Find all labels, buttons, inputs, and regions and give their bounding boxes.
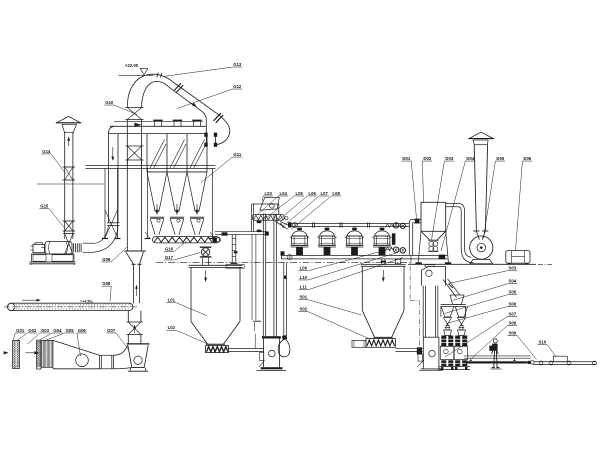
svg-text:S04: S04: [509, 279, 517, 284]
svg-text:L08: L08: [333, 191, 341, 196]
svg-text:G14: G14: [42, 149, 51, 154]
svg-text:G15: G15: [40, 204, 49, 209]
svg-text:L10: L10: [300, 275, 308, 280]
svg-text:≈+4.5‰: ≈+4.5‰: [80, 299, 93, 303]
svg-text:L02: L02: [168, 325, 176, 330]
svg-text:S02: S02: [300, 307, 308, 312]
svg-text:S08: S08: [509, 320, 517, 325]
svg-text:D02: D02: [423, 156, 431, 161]
svg-text:G17: G17: [165, 255, 174, 260]
svg-text:L07: L07: [321, 191, 329, 196]
svg-text:D05: D05: [496, 156, 504, 161]
svg-text:L05: L05: [296, 191, 304, 196]
svg-text:L09: L09: [300, 266, 308, 271]
svg-text:G12: G12: [233, 84, 242, 89]
svg-text:G02: G02: [28, 328, 37, 333]
svg-text:S07: S07: [509, 311, 517, 316]
svg-text:G08: G08: [102, 281, 111, 286]
svg-text:S09: S09: [509, 330, 517, 335]
svg-text:S10: S10: [539, 340, 547, 345]
svg-text:S01: S01: [300, 295, 308, 300]
svg-text:D06: D06: [523, 156, 531, 161]
svg-text:D04: D04: [466, 156, 474, 161]
svg-text:G10: G10: [105, 100, 114, 105]
svg-text:G09: G09: [102, 257, 111, 262]
svg-text:D03: D03: [445, 156, 453, 161]
svg-text:L06: L06: [309, 191, 317, 196]
svg-text:L03: L03: [265, 191, 273, 196]
svg-text:L11: L11: [300, 285, 308, 290]
svg-text:G06: G06: [78, 328, 87, 333]
svg-text:G11: G11: [233, 152, 241, 157]
svg-text:G04: G04: [53, 328, 62, 333]
svg-text:+22.00: +22.00: [125, 63, 139, 68]
svg-text:S03: S03: [509, 266, 517, 271]
svg-text:G03: G03: [41, 328, 50, 333]
svg-text:S05: S05: [509, 290, 517, 295]
svg-text:L04: L04: [280, 191, 288, 196]
svg-text:G07: G07: [107, 328, 116, 333]
svg-text:G01: G01: [16, 328, 25, 333]
svg-text:L01: L01: [168, 298, 176, 303]
svg-text:S06: S06: [509, 301, 517, 306]
svg-text:G16: G16: [165, 247, 174, 252]
svg-text:G05: G05: [66, 328, 75, 333]
svg-text:D01: D01: [402, 156, 410, 161]
svg-text:G13: G13: [233, 62, 242, 67]
